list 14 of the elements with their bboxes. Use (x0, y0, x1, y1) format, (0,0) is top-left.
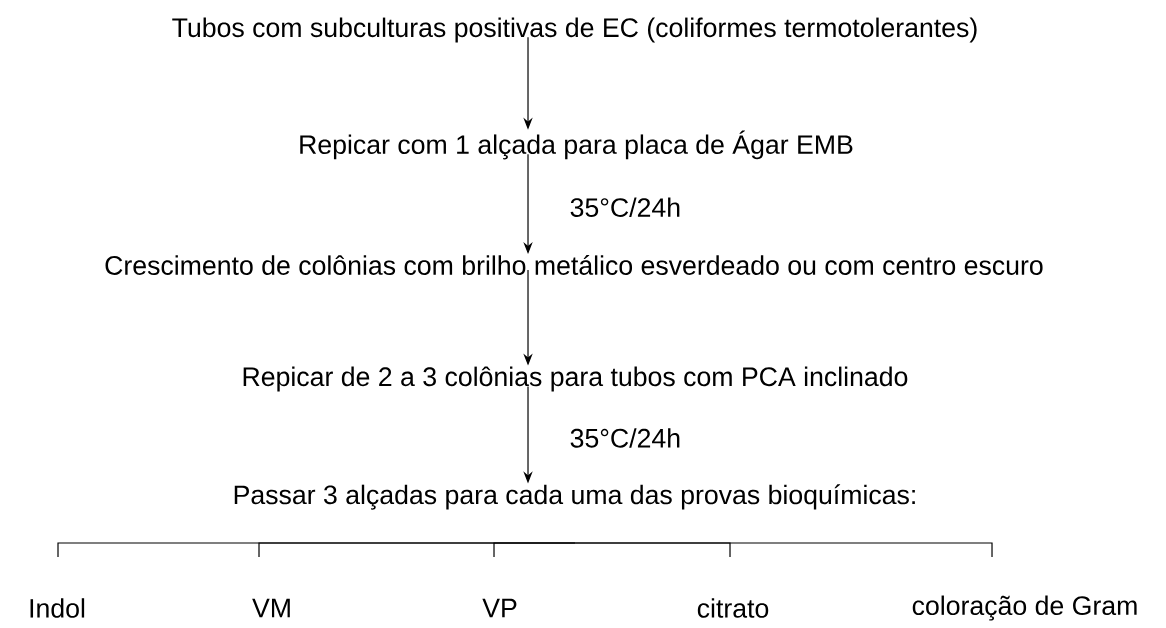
bracket-line (574, 542, 993, 558)
step-text: VP (482, 598, 517, 618)
step-text: VM (252, 598, 290, 618)
step-text: Repicar de 2 a 3 colônias para tubos com PCA inclinado (243, 366, 908, 392)
edge-label: 35°C/24h (570, 197, 680, 217)
step-text: Tubos com subculturas positivas de EC (coliformes termotolerantes) (172, 17, 977, 43)
step-text: Indol (30, 598, 85, 618)
step-text: citrato (697, 598, 769, 618)
bracket-line (493, 542, 576, 558)
step-text: Crescimento de colônias com brilho metálico esverdeado ou com centro escuro (105, 255, 1043, 275)
step-text: Repicar com 1 alçada para placa de Ágar EMB (300, 130, 853, 160)
step-text: coloração de Gram (912, 595, 1137, 621)
step-text: Passar 3 alçadas para cada uma das provas bioquímicas: (234, 484, 915, 510)
edge-label: 35°C/24h (570, 428, 680, 448)
